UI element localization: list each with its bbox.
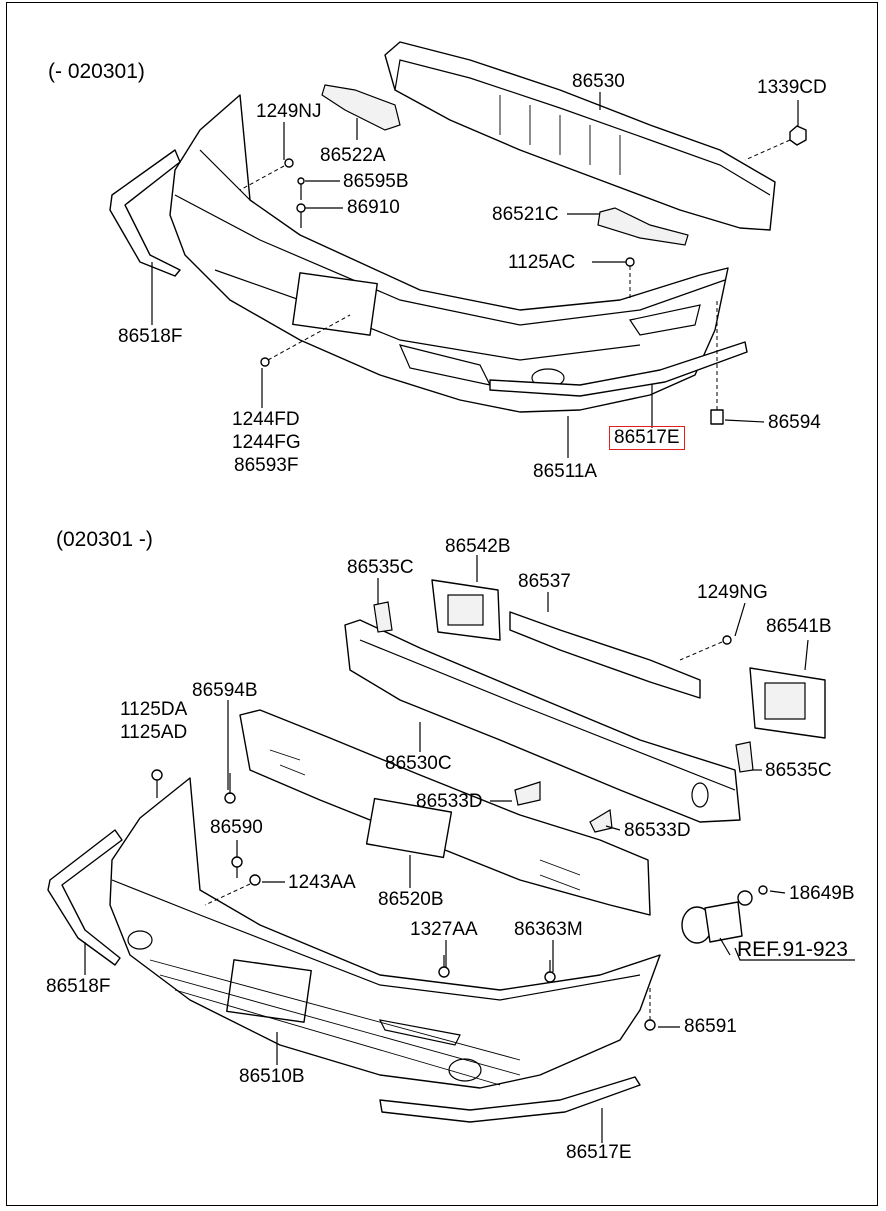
label-86520B[interactable]: 86520B	[378, 889, 444, 910]
nut-1339CD	[744, 125, 807, 161]
bracket-86521C	[597, 207, 689, 246]
fasteners-bottom	[151, 635, 732, 1031]
label-86593F[interactable]: 86593F	[234, 455, 299, 476]
label-86510B[interactable]: 86510B	[239, 1066, 305, 1087]
section-range-late: (020301 -)	[56, 528, 153, 551]
energy-absorber-86530	[384, 41, 776, 231]
beam-86530C	[344, 619, 741, 823]
absorber-86520B	[239, 709, 651, 916]
label-86537[interactable]: 86537	[518, 571, 571, 592]
label-86530[interactable]: 86530	[572, 71, 625, 92]
label-86533D-right[interactable]: 86533D	[624, 820, 691, 841]
label-86594[interactable]: 86594	[768, 412, 821, 433]
label-86590[interactable]: 86590	[210, 817, 263, 838]
label-86535C-right[interactable]: 86535C	[765, 760, 832, 781]
label-ref-91-923[interactable]: REF.91-923	[737, 938, 848, 961]
molding-86518F-top	[109, 149, 181, 277]
fasteners-top	[239, 158, 724, 425]
label-86517E-bottom[interactable]: 86517E	[566, 1142, 632, 1163]
label-86910[interactable]: 86910	[347, 197, 400, 218]
molding-86517E-top	[489, 341, 748, 397]
label-86541B[interactable]: 86541B	[766, 616, 832, 637]
label-86522A[interactable]: 86522A	[320, 145, 386, 166]
bracket-86535C-right	[735, 741, 754, 773]
bracket-86533D-right	[589, 809, 613, 833]
label-1249NJ[interactable]: 1249NJ	[256, 101, 322, 122]
label-1244FG[interactable]: 1244FG	[232, 432, 301, 453]
label-86521C[interactable]: 86521C	[492, 204, 559, 225]
label-86595B[interactable]: 86595B	[343, 171, 409, 192]
bracket-86522A	[321, 84, 401, 131]
label-1327AA[interactable]: 1327AA	[410, 919, 478, 940]
label-86363M[interactable]: 86363M	[514, 919, 583, 940]
label-86517E-top-highlighted[interactable]: 86517E	[609, 426, 685, 450]
label-1249NG[interactable]: 1249NG	[697, 582, 768, 603]
label-86511A[interactable]: 86511A	[533, 461, 598, 482]
label-1125AD[interactable]: 1125AD	[120, 722, 188, 743]
label-86533D-left[interactable]: 86533D	[416, 791, 483, 812]
label-86594B[interactable]: 86594B	[192, 680, 258, 701]
label-86542B[interactable]: 86542B	[445, 536, 511, 557]
bracket-86535C-top	[373, 601, 393, 633]
fog-lamp-assembly	[681, 885, 855, 961]
label-86518F-bottom[interactable]: 86518F	[46, 976, 111, 997]
label-18649B[interactable]: 18649B	[789, 883, 855, 904]
label-86530C[interactable]: 86530C	[385, 753, 452, 774]
bracket-86533D-left	[514, 781, 541, 806]
leader-lines	[84, 92, 809, 1143]
bumper-cover-86510B	[109, 777, 661, 1089]
label-86518F-top[interactable]: 86518F	[118, 326, 183, 347]
bumper-cover-86511A	[169, 94, 729, 413]
label-86535C-top[interactable]: 86535C	[347, 557, 414, 578]
label-86591[interactable]: 86591	[684, 1016, 737, 1037]
label-1339CD[interactable]: 1339CD	[757, 77, 827, 98]
label-1243AA[interactable]: 1243AA	[288, 872, 356, 893]
housing-86541B	[749, 667, 826, 739]
molding-86517E-bottom	[379, 1076, 641, 1123]
label-1125DA[interactable]: 1125DA	[120, 699, 188, 720]
housing-86542B	[431, 579, 501, 641]
section-range-early: (- 020301)	[48, 60, 145, 83]
label-1244FD[interactable]: 1244FD	[232, 409, 300, 430]
molding-86518F-bottom	[47, 829, 123, 966]
rail-86537	[509, 611, 701, 699]
label-1125AC[interactable]: 1125AC	[508, 252, 576, 273]
diagram-frame	[6, 2, 878, 1206]
